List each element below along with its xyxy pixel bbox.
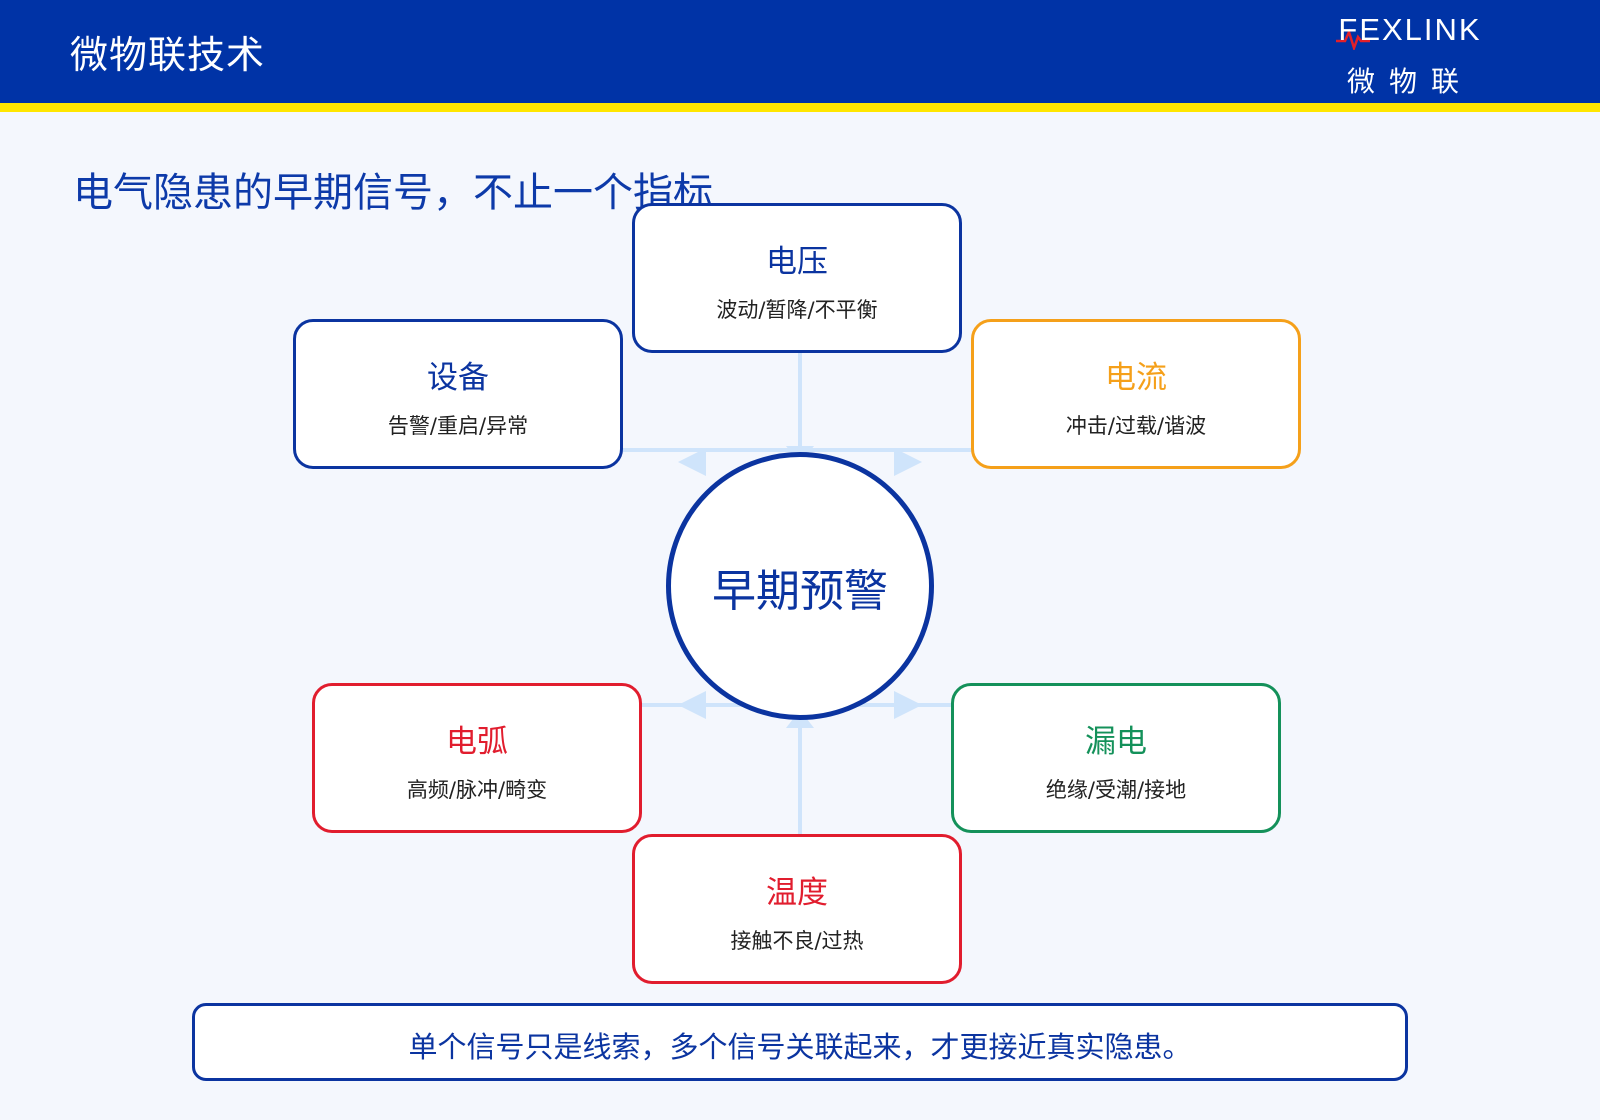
signal-title: 设备 (427, 360, 489, 396)
signal-title: 电流 (1105, 360, 1167, 396)
center-label: 早期预警 (712, 566, 888, 617)
header-bar: 微物联技术 FEXLINK 微物联 (0, 0, 1600, 103)
logo-wordmark: FEXLINK (1338, 12, 1482, 47)
signal-title: 漏电 (1085, 724, 1147, 760)
signal-desc: 告警/重启/异常 (387, 414, 529, 438)
signal-box-current: 电流 冲击/过载/谐波 (971, 319, 1301, 469)
conclusion-box: 单个信号只是线索，多个信号关联起来，才更接近真实隐患。 (192, 1003, 1408, 1081)
signal-title: 温度 (766, 875, 828, 911)
page-title: 电气隐患的早期信号，不止一个指标 (73, 170, 713, 216)
header-title: 微物联技术 (70, 33, 266, 77)
signal-title: 电压 (766, 244, 828, 280)
signal-desc: 波动/暂降/不平衡 (716, 298, 878, 322)
signal-desc: 高频/脉冲/畸变 (406, 778, 548, 802)
signal-title: 电弧 (446, 724, 508, 760)
company-logo: FEXLINK 微物联 (1330, 12, 1490, 98)
signal-box-leakage: 漏电 绝缘/受潮/接地 (951, 683, 1281, 833)
signal-box-temperature: 温度 接触不良/过热 (632, 834, 962, 984)
signal-box-voltage: 电压 波动/暂降/不平衡 (632, 203, 962, 353)
signal-box-equipment: 设备 告警/重启/异常 (293, 319, 623, 469)
conclusion-text: 单个信号只是线索，多个信号关联起来，才更接近真实隐患。 (408, 1030, 1192, 1064)
signal-desc: 冲击/过载/谐波 (1065, 414, 1207, 438)
pulse-icon (1336, 28, 1370, 50)
signal-box-arc: 电弧 高频/脉冲/畸变 (312, 683, 642, 833)
header-accent-stripe (0, 103, 1600, 112)
signal-desc: 接触不良/过热 (730, 929, 864, 953)
signal-desc: 绝缘/受潮/接地 (1045, 778, 1187, 802)
logo-subtitle: 微物联 (1346, 65, 1473, 98)
early-warning-circle: 早期预警 (666, 452, 934, 720)
